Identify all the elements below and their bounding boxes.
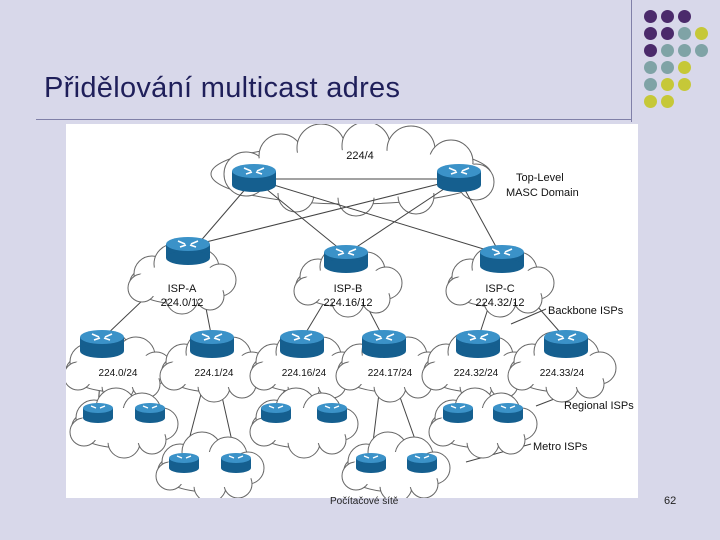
router-icon: [479, 244, 525, 274]
dot: [661, 95, 674, 108]
router-icon: [406, 452, 438, 474]
router-icon: [260, 402, 292, 424]
top-domain-prefix: 224/4: [346, 150, 374, 162]
diagram-svg: 224/4 Top-Level MASC Domain ISP-A 224.0/…: [66, 124, 634, 498]
dot: [644, 44, 657, 57]
router-icon: [279, 329, 325, 359]
dot: [678, 61, 691, 74]
page-number: 62: [664, 495, 677, 507]
dot: [678, 10, 691, 23]
regional-prefix: 224.32/24: [454, 368, 499, 379]
top-cloud: [210, 124, 495, 217]
title-underline: [36, 119, 632, 120]
dot: [661, 44, 674, 57]
router-icon: [543, 329, 589, 359]
dot: [695, 44, 708, 57]
dot: [644, 10, 657, 23]
router-icon: [231, 163, 277, 193]
footer-text: Počítačové sítě: [330, 496, 399, 507]
router-icon: [220, 452, 252, 474]
regional-prefix: 224.1/24: [195, 368, 234, 379]
router-icon: [361, 329, 407, 359]
dot: [644, 27, 657, 40]
regional-prefix: 224.33/24: [540, 368, 585, 379]
backbone-tier-label: Backbone ISPs: [548, 305, 624, 317]
metro-cloud: [69, 387, 179, 459]
title-side-rule: [631, 0, 632, 122]
regional-prefix: 224.16/24: [282, 368, 327, 379]
router-icon: [492, 402, 524, 424]
router-icon: [134, 402, 166, 424]
backbone-name: ISP-A: [168, 283, 197, 295]
dot: [661, 27, 674, 40]
backbone-name: ISP-C: [485, 283, 514, 295]
backbone-prefix: 224.32/12: [476, 297, 525, 309]
router-icon: [79, 329, 125, 359]
router-icon: [82, 402, 114, 424]
decorative-dot-grid: [640, 8, 720, 108]
dot: [695, 27, 708, 40]
dot: [678, 27, 691, 40]
regional-tier-label: Regional ISPs: [564, 400, 634, 412]
router-icon: [165, 236, 211, 266]
router-icon: [316, 402, 348, 424]
dot: [644, 95, 657, 108]
router-icon: [189, 329, 235, 359]
dot: [661, 10, 674, 23]
backbone-prefix: 224.0/12: [161, 297, 204, 309]
top-domain-label-line2: MASC Domain: [506, 187, 579, 199]
router-icon: [442, 402, 474, 424]
metro-cloud: [428, 387, 538, 459]
dot: [661, 61, 674, 74]
regional-prefix: 224.0/24: [99, 368, 138, 379]
dot: [644, 78, 657, 91]
network-diagram: 224/4 Top-Level MASC Domain ISP-A 224.0/…: [66, 124, 638, 498]
metro-cloud: [249, 387, 359, 459]
backbone-name: ISP-B: [334, 283, 363, 295]
router-icon: [436, 163, 482, 193]
dot: [678, 78, 691, 91]
dot: [678, 44, 691, 57]
dot: [661, 78, 674, 91]
router-icon: [455, 329, 501, 359]
backbone-prefix: 224.16/12: [324, 297, 373, 309]
slide-title: Přidělování multicast adres: [44, 72, 401, 104]
router-icon: [355, 452, 387, 474]
router-icon: [168, 452, 200, 474]
metro-tier-label: Metro ISPs: [533, 441, 588, 453]
dot: [644, 61, 657, 74]
router-icon: [323, 244, 369, 274]
regional-prefix: 224.17/24: [368, 368, 413, 379]
top-domain-label-line1: Top-Level: [516, 172, 564, 184]
